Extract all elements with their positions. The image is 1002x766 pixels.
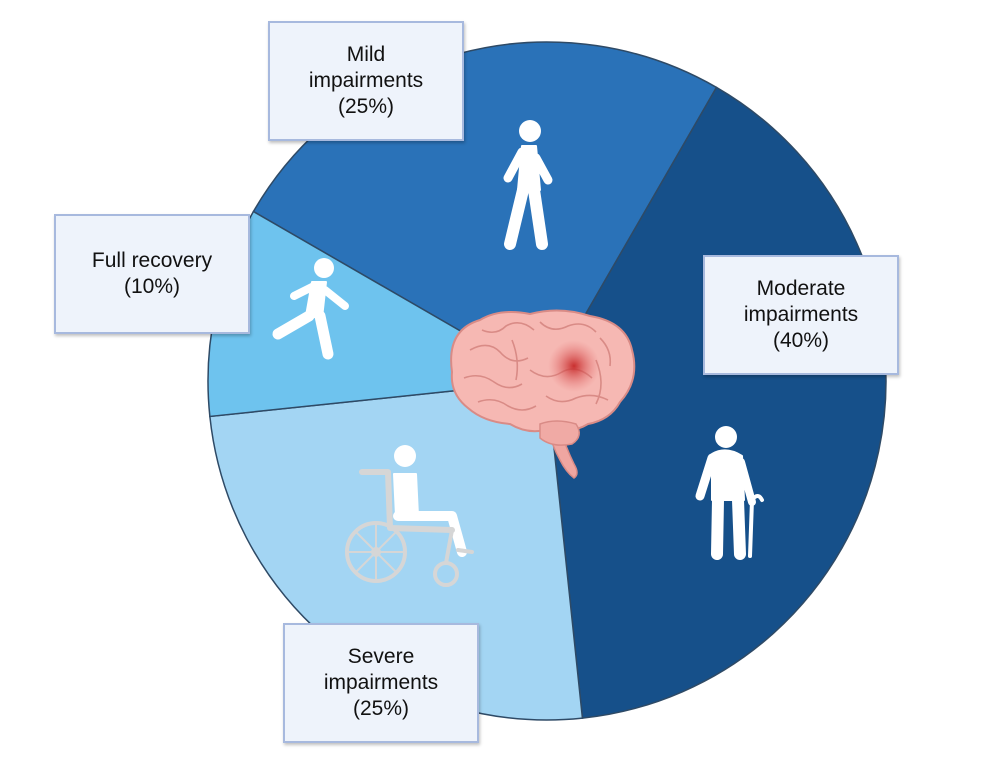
label-severe: Severe impairments (25%) [283,623,479,743]
label-moderate-value: (40%) [772,329,830,352]
pie-slice-moderate [546,86,887,719]
walking-person-icon [503,120,553,250]
label-severe-name: Severe impairments [323,645,439,694]
label-full-recovery-name: Full recovery [91,249,213,272]
elderly-person-with-cane-icon [695,426,764,560]
label-mild: Mild impairments (25%) [268,21,464,141]
label-severe-value: (25%) [352,697,410,720]
label-mild-value: (25%) [337,95,395,118]
label-full-recovery: Full recovery (10%) [54,214,250,334]
running-person-icon [272,258,349,360]
label-moderate-name: Moderate impairments [743,277,859,326]
label-mild-name: Mild impairments [308,43,424,92]
label-moderate: Moderate impairments (40%) [703,255,899,375]
wheelchair-user-icon [345,445,474,587]
label-full-recovery-value: (10%) [123,275,180,298]
brain-icon [450,309,636,479]
